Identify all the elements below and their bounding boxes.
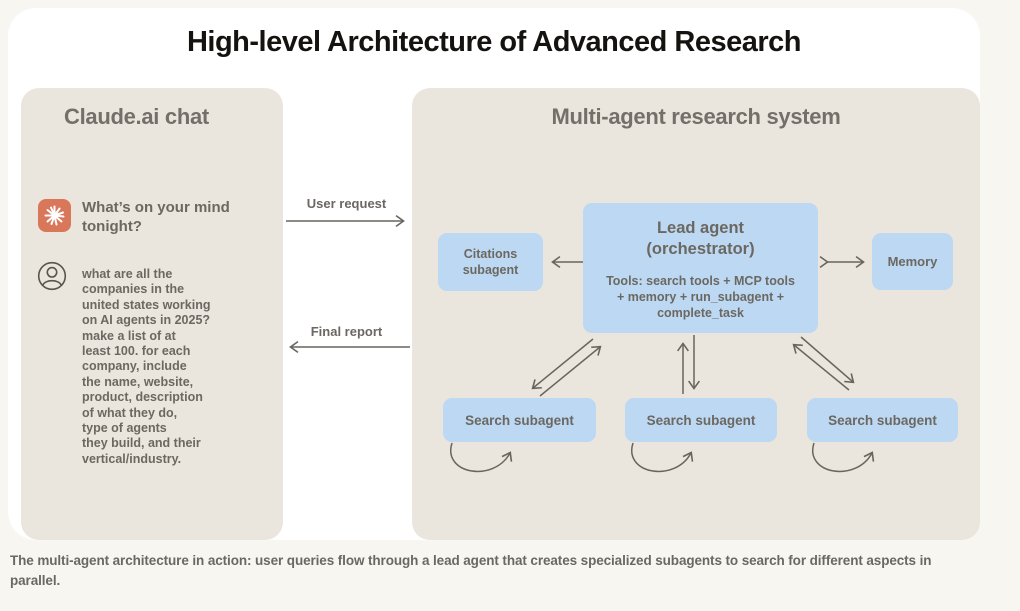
user-avatar-icon <box>36 260 68 292</box>
memory-box: Memory <box>872 233 953 290</box>
claude-chat-panel-title: Claude.ai chat <box>64 104 209 129</box>
final-report-label: Final report <box>310 324 383 339</box>
user-query-text: what are all the companies in the united… <box>82 267 211 466</box>
lead-agent-title: Lead agent (orchestrator) <box>646 219 755 258</box>
citations-subagent-box: Citations subagent <box>438 233 543 291</box>
research-system-panel: Multi-agent research system Citations su… <box>412 88 980 540</box>
page-title: High-level Architecture of Advanced Rese… <box>186 26 802 58</box>
lead-agent-box: Lead agent (orchestrator) Tools: search … <box>583 203 818 333</box>
claude-sunburst-icon <box>38 199 71 232</box>
search-subagent-box-2: Search subagent <box>625 398 777 442</box>
lead-agent-tools: Tools: search tools + MCP tools + memory… <box>606 274 795 320</box>
search-subagent-box-1: Search subagent <box>443 398 596 442</box>
research-system-panel-title: Multi-agent research system <box>551 104 841 129</box>
user-request-label: User request <box>306 196 387 211</box>
search-subagent-box-3: Search subagent <box>807 398 958 442</box>
chat-greeting: What’s on your mind tonight? <box>82 199 230 235</box>
claude-chat-panel: Claude.ai chat What’s o <box>21 88 283 540</box>
figure-caption: The multi-agent architecture in action: … <box>10 553 932 588</box>
